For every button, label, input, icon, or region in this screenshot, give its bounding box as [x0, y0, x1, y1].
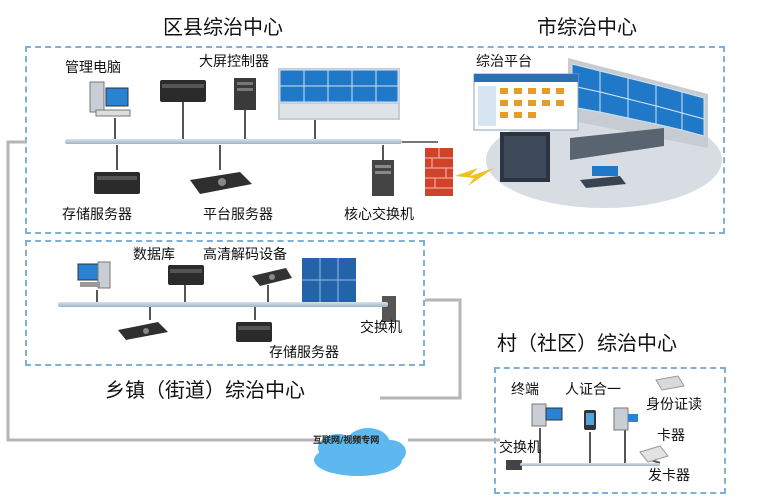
village-network-bus [520, 463, 660, 466]
township-video-wall-icon [302, 258, 356, 302]
township-storage-label: 存储服务器 [269, 345, 339, 361]
township-center-title: 乡镇（街道）综治中心 [105, 378, 305, 402]
decoder-label: 高清解码设备 [203, 247, 287, 263]
management-pc-icon [89, 81, 131, 117]
terminal-label: 终端 [511, 382, 539, 398]
city-center-title: 市综治中心 [537, 15, 637, 39]
township-switch-label: 交换机 [360, 320, 402, 336]
county-network-bus [65, 139, 402, 144]
village-zone-box [494, 367, 726, 494]
database-label: 数据库 [133, 247, 175, 263]
township-pc-icon [77, 261, 111, 289]
township-zone-box [25, 240, 425, 366]
county-zone-box [25, 46, 725, 234]
platform-screenshot-icon [473, 73, 579, 131]
county-storage-label: 存储服务器 [62, 207, 132, 223]
screen-controller-label: 大屏控制器 [199, 54, 269, 70]
id-reader-label-line1: 身份证读 [646, 397, 702, 413]
platform-server-label: 平台服务器 [203, 207, 273, 223]
county-center-title: 区县综治中心 [163, 15, 283, 39]
id-reader-label-line2: 卡器 [657, 428, 685, 444]
platform-label: 综治平台 [476, 54, 532, 70]
core-switch-label: 核心交换机 [344, 207, 414, 223]
id-verify-device-label: 人证合一 [565, 382, 621, 398]
township-network-bus [58, 302, 388, 307]
mgmt-pc-label: 管理电脑 [65, 60, 121, 76]
village-switch-label: 交换机 [499, 440, 541, 456]
lightning-icon [455, 168, 494, 186]
card-issuer-label: 发卡器 [648, 468, 690, 484]
village-center-title: 村（社区）综治中心 [497, 331, 677, 355]
city-video-wall-icon [568, 58, 708, 148]
cloud-network-label: 互联网/视频专网 [313, 436, 380, 446]
village-terminal-icon [531, 403, 563, 427]
network-cloud-icon [314, 428, 406, 476]
county-video-wall-icon [278, 68, 400, 120]
firewall-icon [425, 148, 453, 196]
